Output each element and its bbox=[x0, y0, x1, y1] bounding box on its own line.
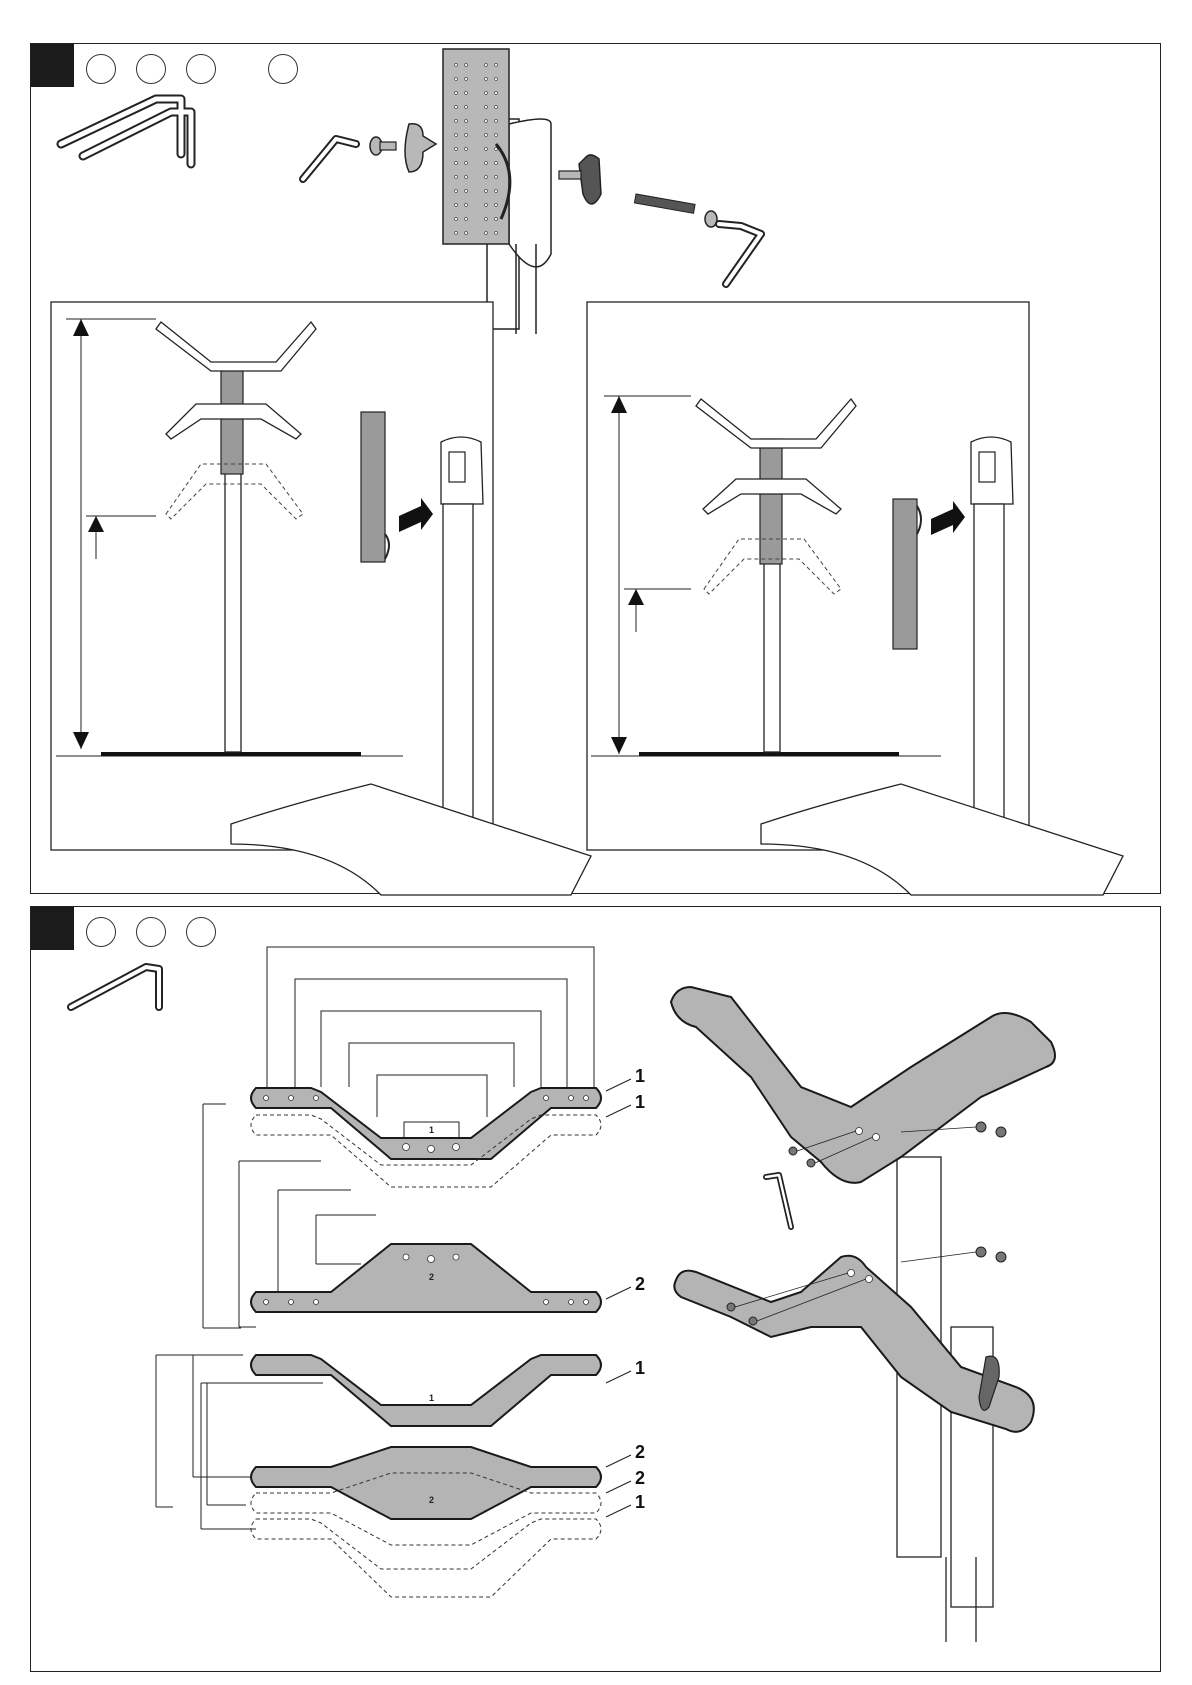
height-option-low-inset bbox=[51, 302, 493, 850]
plate-stamp: 1 bbox=[429, 1125, 434, 1135]
top-illustration bbox=[31, 44, 1162, 895]
bracket-plate-1-stacked: 1 bbox=[251, 1355, 601, 1426]
upright-bracket-assembly bbox=[443, 49, 551, 329]
bracket-plate-2: 2 bbox=[251, 1244, 601, 1312]
assembly-step-panel-bottom: 1 2 1 1 2 1 2 2 1 bbox=[30, 906, 1161, 1672]
plate-stamp: 2 bbox=[429, 1272, 434, 1282]
part-number-label: 1 bbox=[635, 1092, 645, 1112]
part-number-label: 2 bbox=[635, 1442, 645, 1462]
bracket-plate-2-stacked: 2 bbox=[251, 1447, 601, 1519]
part-number-label: 2 bbox=[635, 1274, 645, 1294]
bracket-plate-1: 1 bbox=[251, 1088, 601, 1159]
part-number-label: 1 bbox=[635, 1492, 645, 1512]
part-number-label: 1 bbox=[635, 1358, 645, 1378]
left-fastener-set bbox=[303, 124, 436, 179]
bottom-illustration: 1 2 1 1 2 1 2 2 1 bbox=[31, 907, 1162, 1673]
part-number-label: 2 bbox=[635, 1468, 645, 1488]
part-callouts bbox=[606, 1079, 631, 1517]
assembled-bracket-view bbox=[671, 987, 1055, 1642]
plate-stamp: 2 bbox=[429, 1495, 434, 1505]
hex-key-icon bbox=[71, 967, 159, 1007]
hex-key-pair-icon bbox=[61, 99, 191, 164]
assembly-step-panel-top bbox=[30, 43, 1161, 894]
height-option-high-inset bbox=[587, 302, 1123, 895]
stack-spacing-brackets bbox=[156, 1355, 323, 1529]
plate-stamp: 1 bbox=[429, 1393, 434, 1403]
right-fastener-set bbox=[559, 155, 761, 284]
part-number-label: 1 bbox=[635, 1066, 645, 1086]
